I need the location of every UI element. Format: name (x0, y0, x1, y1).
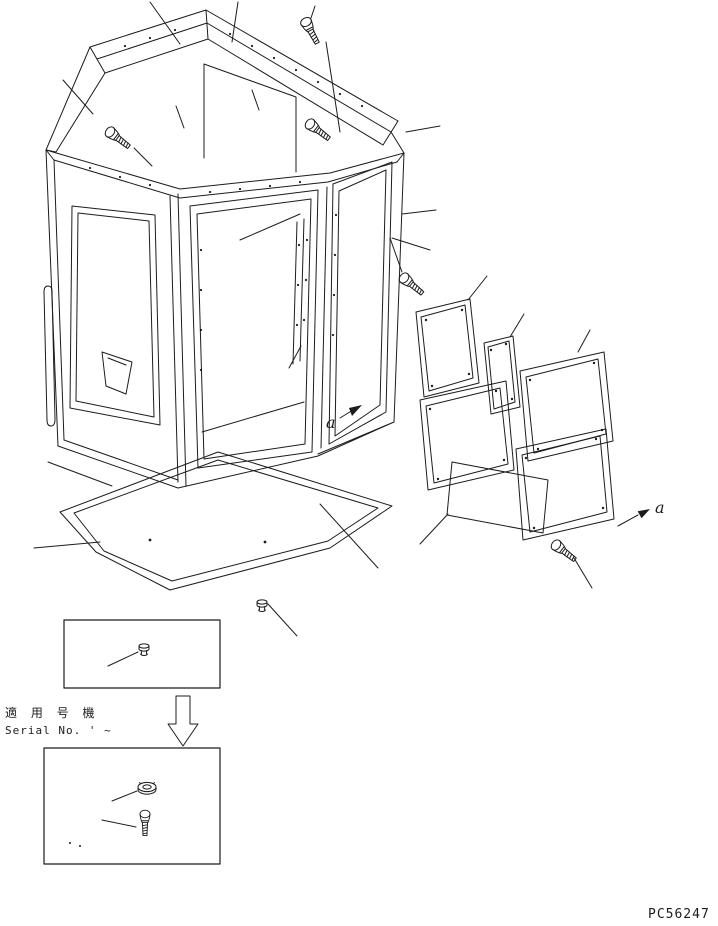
view-label-a-cab: a (326, 413, 336, 432)
detail-box-2-frame (43, 747, 221, 865)
bolt-icon-right (396, 270, 427, 299)
bolt-icon-center (302, 116, 333, 144)
floor-grommet-icon (256, 599, 268, 612)
floor-plate-holes (148, 538, 267, 544)
detail-box-serial-variant (43, 747, 221, 865)
view-arrow-cab: a (326, 405, 362, 432)
cab-body-frame (45, 63, 405, 489)
callout-leader-lines (33, 1, 593, 637)
side-panel-group (415, 298, 615, 541)
part-code: PC56247 (648, 907, 710, 922)
grommet-top-icon-box2 (137, 781, 157, 795)
panel-3 (519, 351, 614, 462)
panel-hole-dots (424, 308, 605, 530)
glass-sheet (446, 461, 549, 534)
bolt-icon-bottom-right (548, 537, 579, 565)
grommet-icon-box1 (138, 643, 150, 656)
bolt-icon-top (298, 15, 323, 47)
panel-1 (415, 298, 480, 398)
serial-caption-en: Serial No. ' ~ (5, 724, 112, 737)
view-arrow-panels: a (617, 498, 665, 527)
cab-roof-frame (45, 9, 405, 199)
bolt-icon-left (102, 124, 133, 152)
panel-5 (515, 428, 615, 541)
serial-caption-jp: 適 用 号 機 (5, 705, 99, 720)
panel-4 (419, 380, 515, 491)
door-bracket (101, 351, 133, 395)
floor-plate (59, 451, 393, 591)
bolt-set (102, 15, 579, 565)
bolt-icon-box2 (139, 809, 151, 837)
detail-box-1-frame (63, 619, 221, 689)
cab-rivet-dots (88, 28, 364, 372)
cab-handrail (43, 285, 56, 427)
down-arrow-icon (167, 695, 199, 747)
detail-box-grommet (63, 619, 221, 689)
view-label-a-panels: a (655, 498, 665, 517)
